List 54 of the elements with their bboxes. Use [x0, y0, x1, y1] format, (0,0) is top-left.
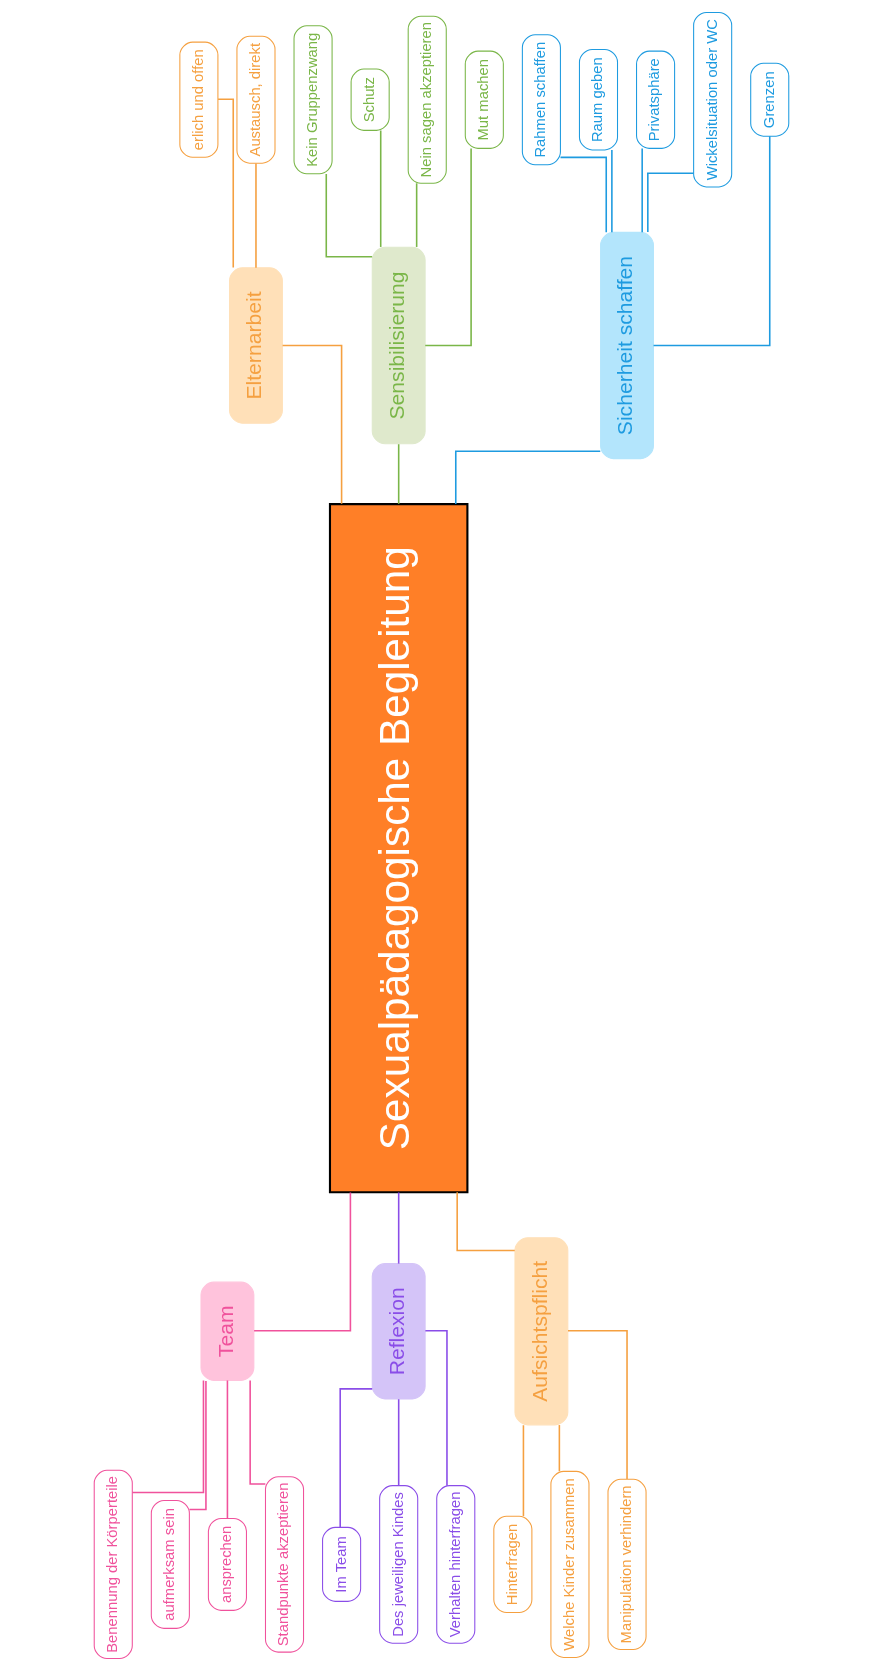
node-box: Hinterfragen — [493, 1515, 533, 1614]
connector — [567, 1329, 628, 1480]
node-box: Des jeweiligen Kindes — [379, 1485, 419, 1644]
connector — [559, 156, 608, 234]
node-box: erlich und offen — [179, 41, 219, 158]
node-box: Kein Gruppenzwang — [293, 25, 333, 175]
connector — [131, 1379, 205, 1494]
node-box: Nein sagen akzeptieren — [407, 15, 447, 184]
node-box: Privatsphäre — [636, 50, 676, 149]
node-box: Grenzen — [750, 62, 790, 137]
connector — [424, 147, 472, 347]
connector — [522, 1424, 525, 1517]
connector — [652, 135, 771, 347]
connector — [454, 450, 602, 505]
node-box: Schutz — [350, 68, 390, 131]
node-box: Elternarbeit — [229, 267, 283, 424]
node-box: Sicherheit schaffen — [600, 231, 654, 460]
node-box: Sexualpädagogische Begleitung — [328, 503, 469, 1194]
connector — [255, 162, 257, 269]
connector — [397, 1398, 400, 1487]
connector — [647, 172, 695, 233]
node-box: Reflexion — [371, 1263, 426, 1400]
node-box: Wickelsituation oder WC — [693, 12, 733, 188]
node-box: Standpunkte akzeptieren — [264, 1476, 305, 1653]
connector — [249, 1379, 267, 1485]
connector — [379, 129, 382, 248]
node-box: Mut machen — [464, 50, 504, 149]
connector — [226, 1379, 229, 1520]
connector — [397, 1191, 400, 1265]
connector — [397, 443, 400, 505]
node-box: Aufsichtspflicht — [514, 1237, 569, 1426]
connector — [415, 182, 418, 248]
connector — [253, 1191, 352, 1332]
node-box: aufmerksam sein — [150, 1499, 190, 1629]
connector — [188, 1380, 207, 1511]
connector — [611, 149, 613, 234]
node-box: ansprechen — [207, 1517, 247, 1611]
node-box: Benennung der Körperteile — [93, 1469, 133, 1659]
connector — [217, 98, 235, 269]
connector — [281, 344, 343, 505]
node-box: Im Team — [322, 1526, 362, 1602]
node-box: Verhalten hinterfragen — [436, 1485, 476, 1644]
node-box: Sensibilisierung — [371, 246, 426, 445]
node-box: Welche Kinder zusammen — [550, 1470, 590, 1658]
connector — [558, 1424, 561, 1473]
connector — [339, 1388, 373, 1528]
node-box: Austausch, direkt — [236, 35, 276, 164]
node-box: Manipulation verhindern — [607, 1478, 647, 1651]
node-box: Rahmen schaffen — [521, 34, 561, 166]
connector — [641, 147, 643, 234]
node-box: Team — [200, 1281, 255, 1381]
connector — [325, 173, 373, 258]
connector — [456, 1191, 516, 1252]
node-box: Raum geben — [578, 49, 619, 151]
